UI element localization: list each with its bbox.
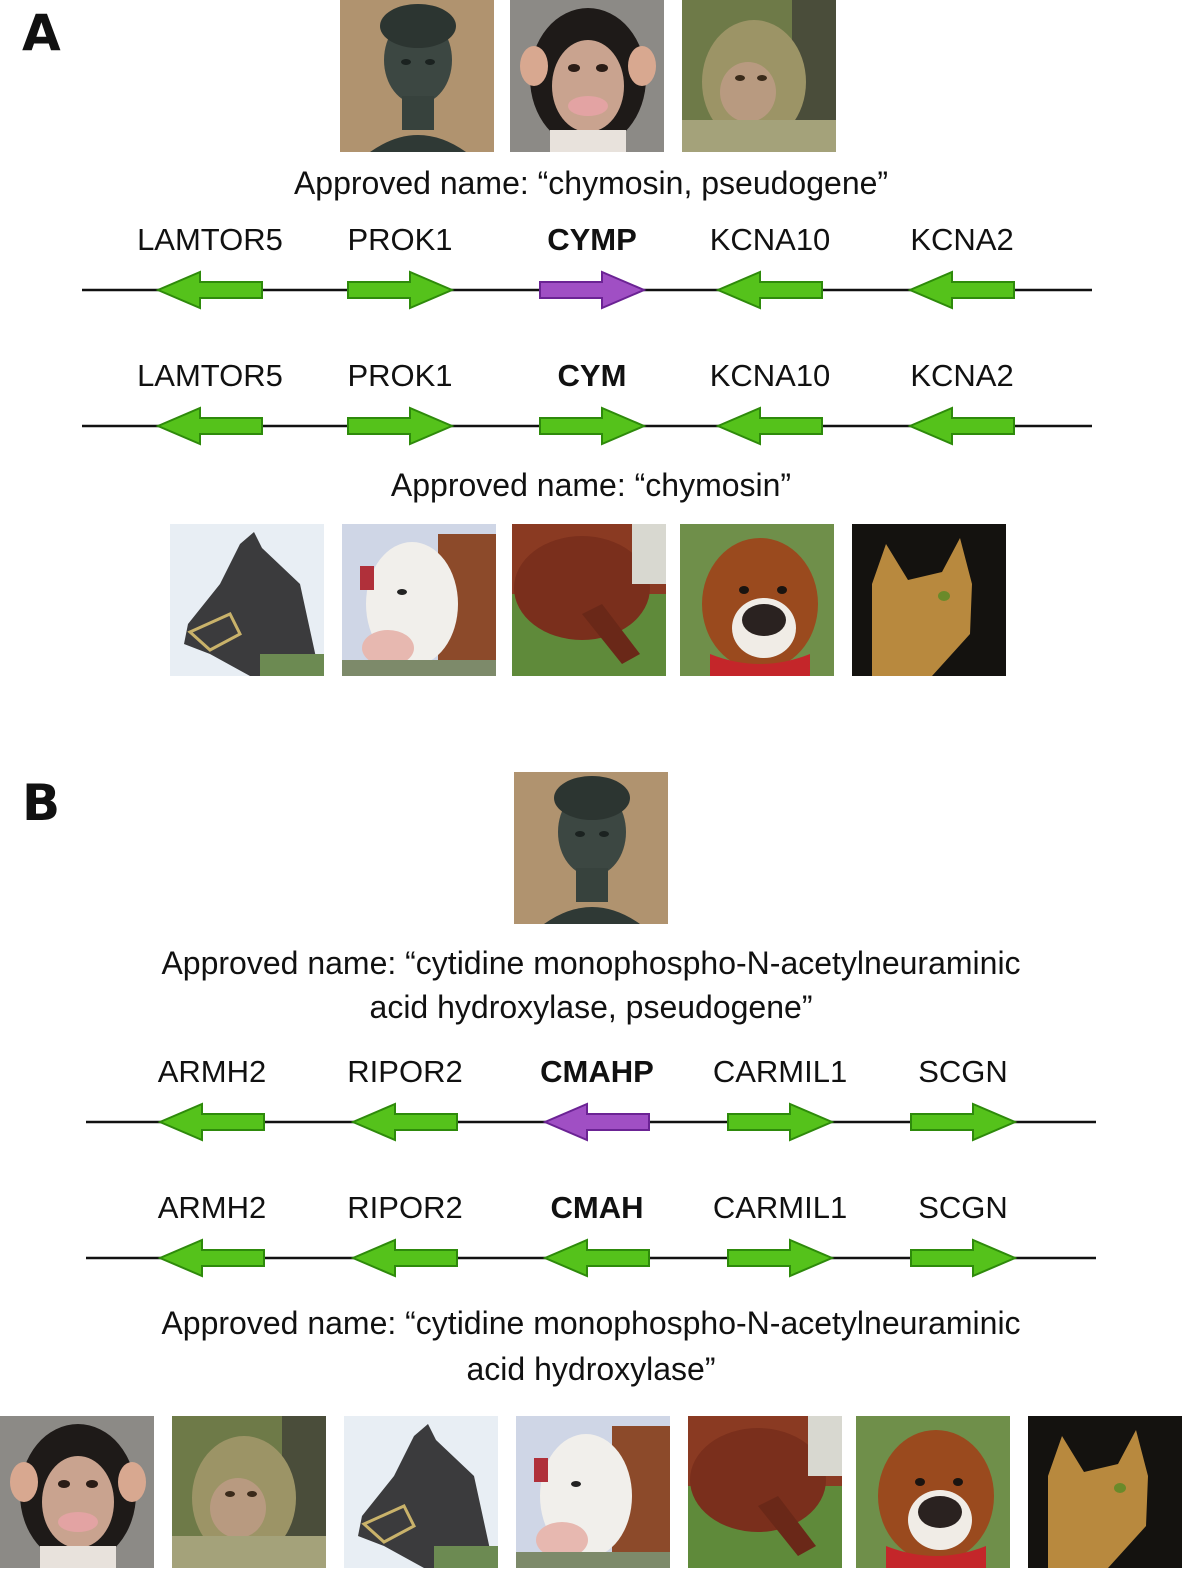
rhesus-macaque-photo (172, 1416, 326, 1568)
gene-arrow-cym (539, 406, 647, 446)
gene-label-cmah: CMAH (550, 1190, 644, 1225)
panel-b-caption-bottom-line1: Approved name: “cytidine monophospho-N-a… (161, 1305, 1021, 1341)
cow-photo (516, 1416, 670, 1568)
gene-label-carmil1: CARMIL1 (712, 1190, 848, 1225)
gene-label-scgn: SCGN (918, 1054, 1008, 1089)
gene-label-prok1: PROK1 (347, 358, 453, 393)
gene-arrow-scgn (910, 1238, 1018, 1278)
gene-label-ripor2: RIPOR2 (347, 1190, 463, 1225)
panel-a-functional-track (82, 406, 1092, 446)
gene-arrow-cmahp (542, 1102, 650, 1142)
abyssinian-cat-photo (852, 524, 1006, 676)
panel-b-caption-top-line2: acid hydroxylase, pseudogene” (369, 989, 813, 1025)
panel-a-pseudogene-track (82, 270, 1092, 310)
pig-photo (688, 1416, 842, 1568)
gene-label-lamtor5: LAMTOR5 (137, 358, 283, 393)
gene-arrow-kcna10 (715, 406, 823, 446)
panel-b-caption-top-line1: Approved name: “cytidine monophospho-N-a… (161, 945, 1021, 981)
gene-label-ripor2: RIPOR2 (347, 1054, 463, 1089)
gene-label-carmil1: CARMIL1 (712, 1054, 848, 1089)
panel-a-caption-top: Approved name: “chymosin, pseudogene” (293, 165, 889, 201)
gene-arrow-armh2 (157, 1102, 265, 1142)
gene-label-kcna2: KCNA2 (910, 222, 1014, 257)
gene-arrow-prok1 (347, 270, 455, 310)
horse-photo (170, 524, 324, 676)
human-statue-photo (514, 772, 668, 924)
gene-arrow-kcna2 (907, 406, 1015, 446)
gene-arrow-armh2 (157, 1238, 265, 1278)
gene-label-kcna10: KCNA10 (709, 358, 831, 393)
gene-label-kcna10: KCNA10 (709, 222, 831, 257)
gene-arrow-scgn (910, 1102, 1018, 1142)
gene-label-cym: CYM (557, 358, 627, 393)
gene-arrow-lamtor5 (155, 270, 263, 310)
gene-arrow-carmil1 (727, 1238, 835, 1278)
gene-arrow-carmil1 (727, 1102, 835, 1142)
gene-arrow-cymp (539, 270, 647, 310)
gene-arrow-cmah (542, 1238, 650, 1278)
gene-arrow-kcna10 (715, 270, 823, 310)
gene-arrow-ripor2 (350, 1102, 458, 1142)
gene-label-kcna2: KCNA2 (910, 358, 1014, 393)
cow-photo (342, 524, 496, 676)
chimpanzee-photo (0, 1416, 154, 1568)
rhesus-macaque-photo (682, 0, 836, 152)
horse-photo (344, 1416, 498, 1568)
panel-b-letter: B (22, 774, 61, 832)
gene-arrow-prok1 (347, 406, 455, 446)
gene-label-lamtor5: LAMTOR5 (137, 222, 283, 257)
gene-label-cymp: CYMP (547, 222, 637, 257)
abyssinian-cat-photo (1028, 1416, 1182, 1568)
panel-b-caption-bottom-line2: acid hydroxylase” (466, 1351, 716, 1387)
pig-photo (512, 524, 666, 676)
gene-label-armh2: ARMH2 (157, 1054, 267, 1089)
gene-label-armh2: ARMH2 (157, 1190, 267, 1225)
gene-label-prok1: PROK1 (347, 222, 453, 257)
panel-a-letter: A (22, 4, 61, 62)
panel-a-caption-bottom: Approved name: “chymosin” (390, 467, 792, 503)
panel-b-functional-track (86, 1238, 1096, 1278)
gene-label-cmahp: CMAHP (540, 1054, 654, 1089)
gene-label-scgn: SCGN (918, 1190, 1008, 1225)
gene-arrow-lamtor5 (155, 406, 263, 446)
boxer-dog-photo (856, 1416, 1010, 1568)
chimpanzee-photo (510, 0, 664, 152)
gene-arrow-kcna2 (907, 270, 1015, 310)
panel-b-pseudogene-track (86, 1102, 1096, 1142)
boxer-dog-photo (680, 524, 834, 676)
human-statue-photo (340, 0, 494, 152)
gene-arrow-ripor2 (350, 1238, 458, 1278)
